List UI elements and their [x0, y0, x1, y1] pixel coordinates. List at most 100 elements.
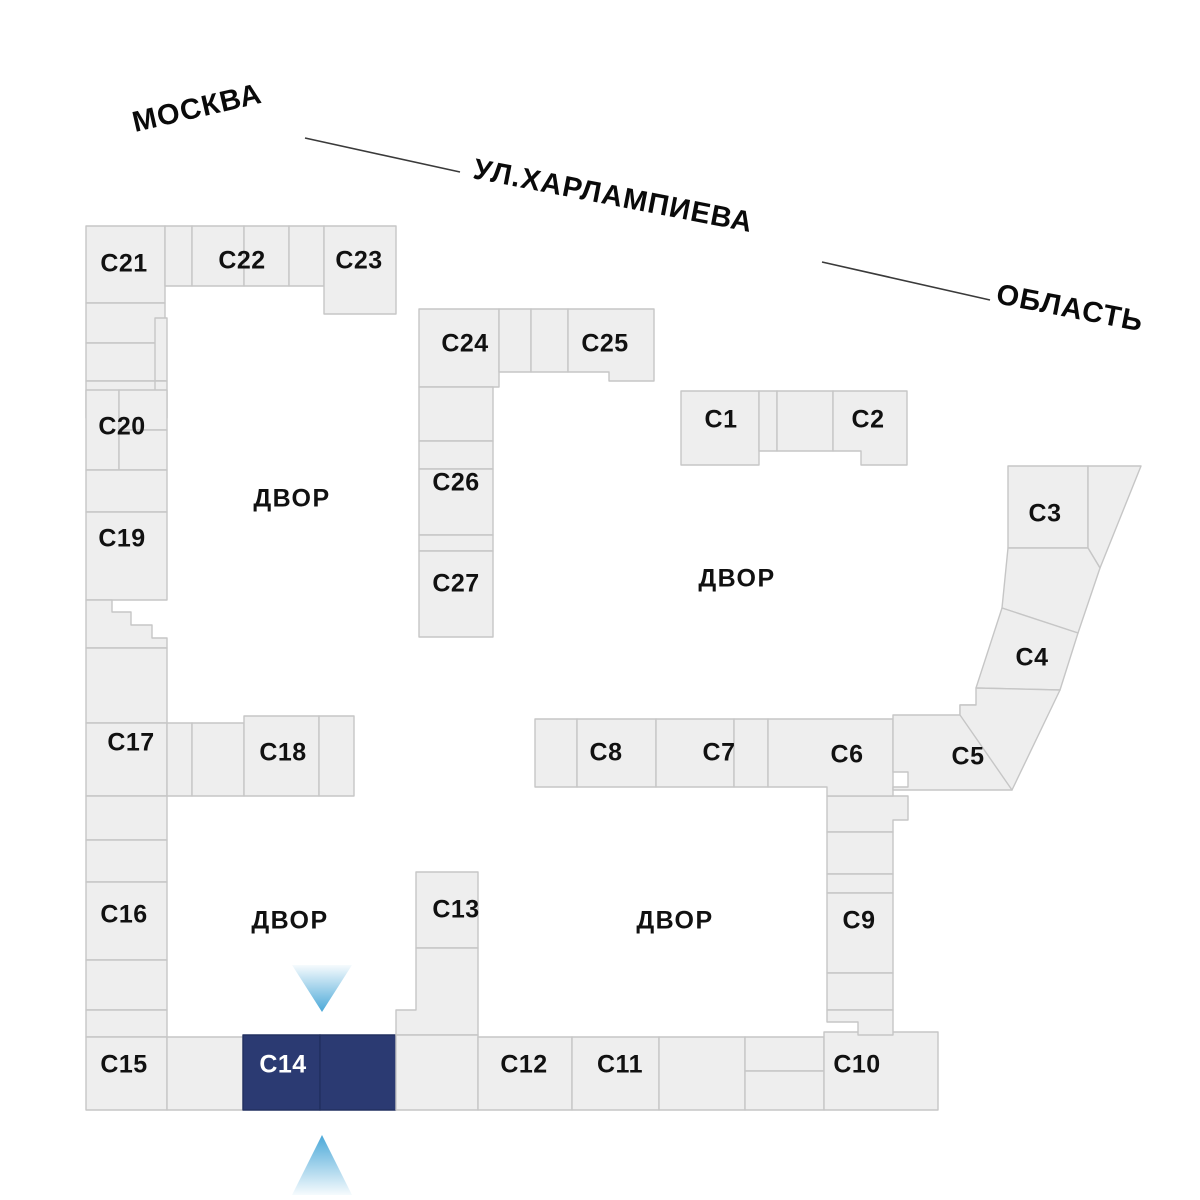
- block-label-C27: C27: [432, 570, 479, 598]
- region-label-oblast: ОБЛАСТЬ: [994, 278, 1146, 338]
- block-shape-connector-nc1[interactable]: [498, 308, 532, 373]
- block-shape-nc-b[interactable]: [418, 440, 494, 470]
- block-shape-connector-c1[interactable]: [758, 390, 778, 452]
- block-shape-west-d[interactable]: [85, 469, 168, 513]
- block-shape-C17[interactable]: [85, 722, 168, 797]
- block-shape-C16[interactable]: [85, 881, 168, 961]
- block-label-C5: C5: [952, 743, 985, 771]
- block-label-C24: C24: [441, 330, 488, 358]
- block-group-C18-row: [166, 715, 355, 797]
- block-shape-C19[interactable]: [85, 511, 168, 601]
- block-shape-C12[interactable]: [477, 1036, 573, 1111]
- block-shape-C7[interactable]: [655, 718, 735, 788]
- entrance-marker-down-icon: [292, 965, 352, 1012]
- block-label-C25: C25: [581, 330, 628, 358]
- block-shape-sw-d[interactable]: [85, 1009, 168, 1038]
- block-shape-connector-c2[interactable]: [776, 390, 834, 452]
- block-label-C9: C9: [843, 907, 876, 935]
- block-group-northwest: [85, 225, 397, 797]
- block-label-C1: C1: [705, 406, 738, 434]
- block-shape-C18[interactable]: [243, 715, 320, 797]
- block-shape-connector-nc2[interactable]: [530, 308, 569, 373]
- block-shape-C24[interactable]: [418, 308, 500, 388]
- block-shape-C9[interactable]: [826, 892, 894, 974]
- block-shape-connector-w2[interactable]: [191, 722, 245, 797]
- block-label-C2: C2: [852, 406, 885, 434]
- block-shape-C17-upper[interactable]: [85, 647, 168, 724]
- block-group-C1-C2: [680, 390, 908, 466]
- block-shape-C26[interactable]: [418, 468, 494, 536]
- yard-labels: ДВОР ДВОР ДВОР ДВОР: [251, 485, 774, 935]
- block-shape-C22b[interactable]: [243, 225, 290, 287]
- block-shape-C14b[interactable]: [319, 1034, 397, 1111]
- block-label-C3: C3: [1029, 500, 1062, 528]
- block-label-C4: C4: [1016, 644, 1049, 672]
- block-label-C8: C8: [590, 739, 623, 767]
- block-shape-C1[interactable]: [680, 390, 760, 466]
- entrance-marker-up-icon: [292, 1135, 352, 1195]
- yard-label-southwest: ДВОР: [251, 907, 328, 935]
- block-label-C18: C18: [259, 739, 306, 767]
- street-name-label: УЛ.ХАРЛАМПИЕВА: [471, 153, 756, 239]
- block-shape-C3-wedge[interactable]: [1087, 465, 1142, 569]
- block-shape-sw-a[interactable]: [85, 795, 168, 841]
- block-labels: C1 C2 C3 C4 C5 C6 C7 C8 C9 C10 C11 C12 C…: [98, 247, 1061, 1079]
- block-shape-sw-b[interactable]: [85, 839, 168, 883]
- block-label-C6: C6: [831, 741, 864, 769]
- block-shape-C11b[interactable]: [658, 1036, 746, 1111]
- block-shape-connector-s2[interactable]: [395, 1034, 479, 1111]
- block-shape-sw-c[interactable]: [85, 959, 168, 1011]
- block-shape-C9-b[interactable]: [826, 873, 894, 894]
- block-shape-C11a[interactable]: [571, 1036, 660, 1111]
- block-shape-C2[interactable]: [832, 390, 908, 466]
- block-shape-C21[interactable]: [85, 225, 166, 304]
- block-label-C16: C16: [100, 901, 147, 929]
- block-shape-C9-d[interactable]: [826, 1009, 894, 1036]
- yard-label-southeast: ДВОР: [636, 907, 713, 935]
- block-label-C11: C11: [597, 1051, 643, 1079]
- block-shape-connector-n2[interactable]: [288, 225, 325, 287]
- block-shape-C8[interactable]: [576, 718, 657, 788]
- block-shape-C4-lower[interactable]: [959, 687, 1061, 791]
- block-shape-C27[interactable]: [418, 550, 494, 638]
- block-shape-connector-s4[interactable]: [744, 1070, 825, 1111]
- block-shape-C23[interactable]: [323, 225, 397, 315]
- block-shape-connector-w1[interactable]: [166, 722, 193, 797]
- yard-label-northwest: ДВОР: [253, 485, 330, 513]
- block-shape-C10[interactable]: [823, 1031, 939, 1111]
- block-label-C23: C23: [335, 247, 382, 275]
- block-shape-C3-lower[interactable]: [1001, 547, 1101, 634]
- block-shape-C20-right-lower[interactable]: [118, 429, 168, 471]
- block-shape-C9-a[interactable]: [826, 831, 894, 875]
- block-label-C12: C12: [500, 1051, 547, 1079]
- block-label-C26: C26: [432, 469, 479, 497]
- block-shape-C22a[interactable]: [191, 225, 245, 287]
- block-shape-C3[interactable]: [1007, 465, 1089, 549]
- block-label-C21: C21: [100, 250, 147, 278]
- block-shape-C20-right[interactable]: [118, 389, 168, 431]
- block-label-C10: C10: [833, 1051, 880, 1079]
- block-shape-connector-s3[interactable]: [744, 1036, 825, 1072]
- block-group-east-wing: [826, 795, 909, 1036]
- block-shape-nc-a[interactable]: [418, 386, 494, 442]
- block-shape-nc-c[interactable]: [418, 534, 494, 552]
- block-shape-C13[interactable]: [415, 871, 479, 949]
- block-shape-C9-top-notch[interactable]: [826, 795, 909, 833]
- block-shape-west-a[interactable]: [85, 302, 166, 344]
- block-shape-connector-s1[interactable]: [166, 1036, 244, 1111]
- block-shape-C14a[interactable]: [242, 1034, 321, 1111]
- city-label-moskva: МОСКВА: [129, 78, 265, 139]
- block-shape-west-b[interactable]: [85, 342, 166, 382]
- block-shape-C25[interactable]: [567, 308, 655, 382]
- block-shape-west-notch-a[interactable]: [154, 317, 168, 382]
- block-shape-west-steps[interactable]: [85, 599, 168, 649]
- block-shape-C9-c[interactable]: [826, 972, 894, 1011]
- block-shape-connector-n1[interactable]: [164, 225, 193, 287]
- block-label-C19: C19: [98, 525, 145, 553]
- block-shape-connector-e1[interactable]: [534, 718, 578, 788]
- block-shape-connector-e2[interactable]: [733, 718, 769, 788]
- block-shape-C13-lower[interactable]: [395, 947, 479, 1036]
- block-shape-connector-w3[interactable]: [318, 715, 355, 797]
- street-leader-left: [304, 137, 461, 173]
